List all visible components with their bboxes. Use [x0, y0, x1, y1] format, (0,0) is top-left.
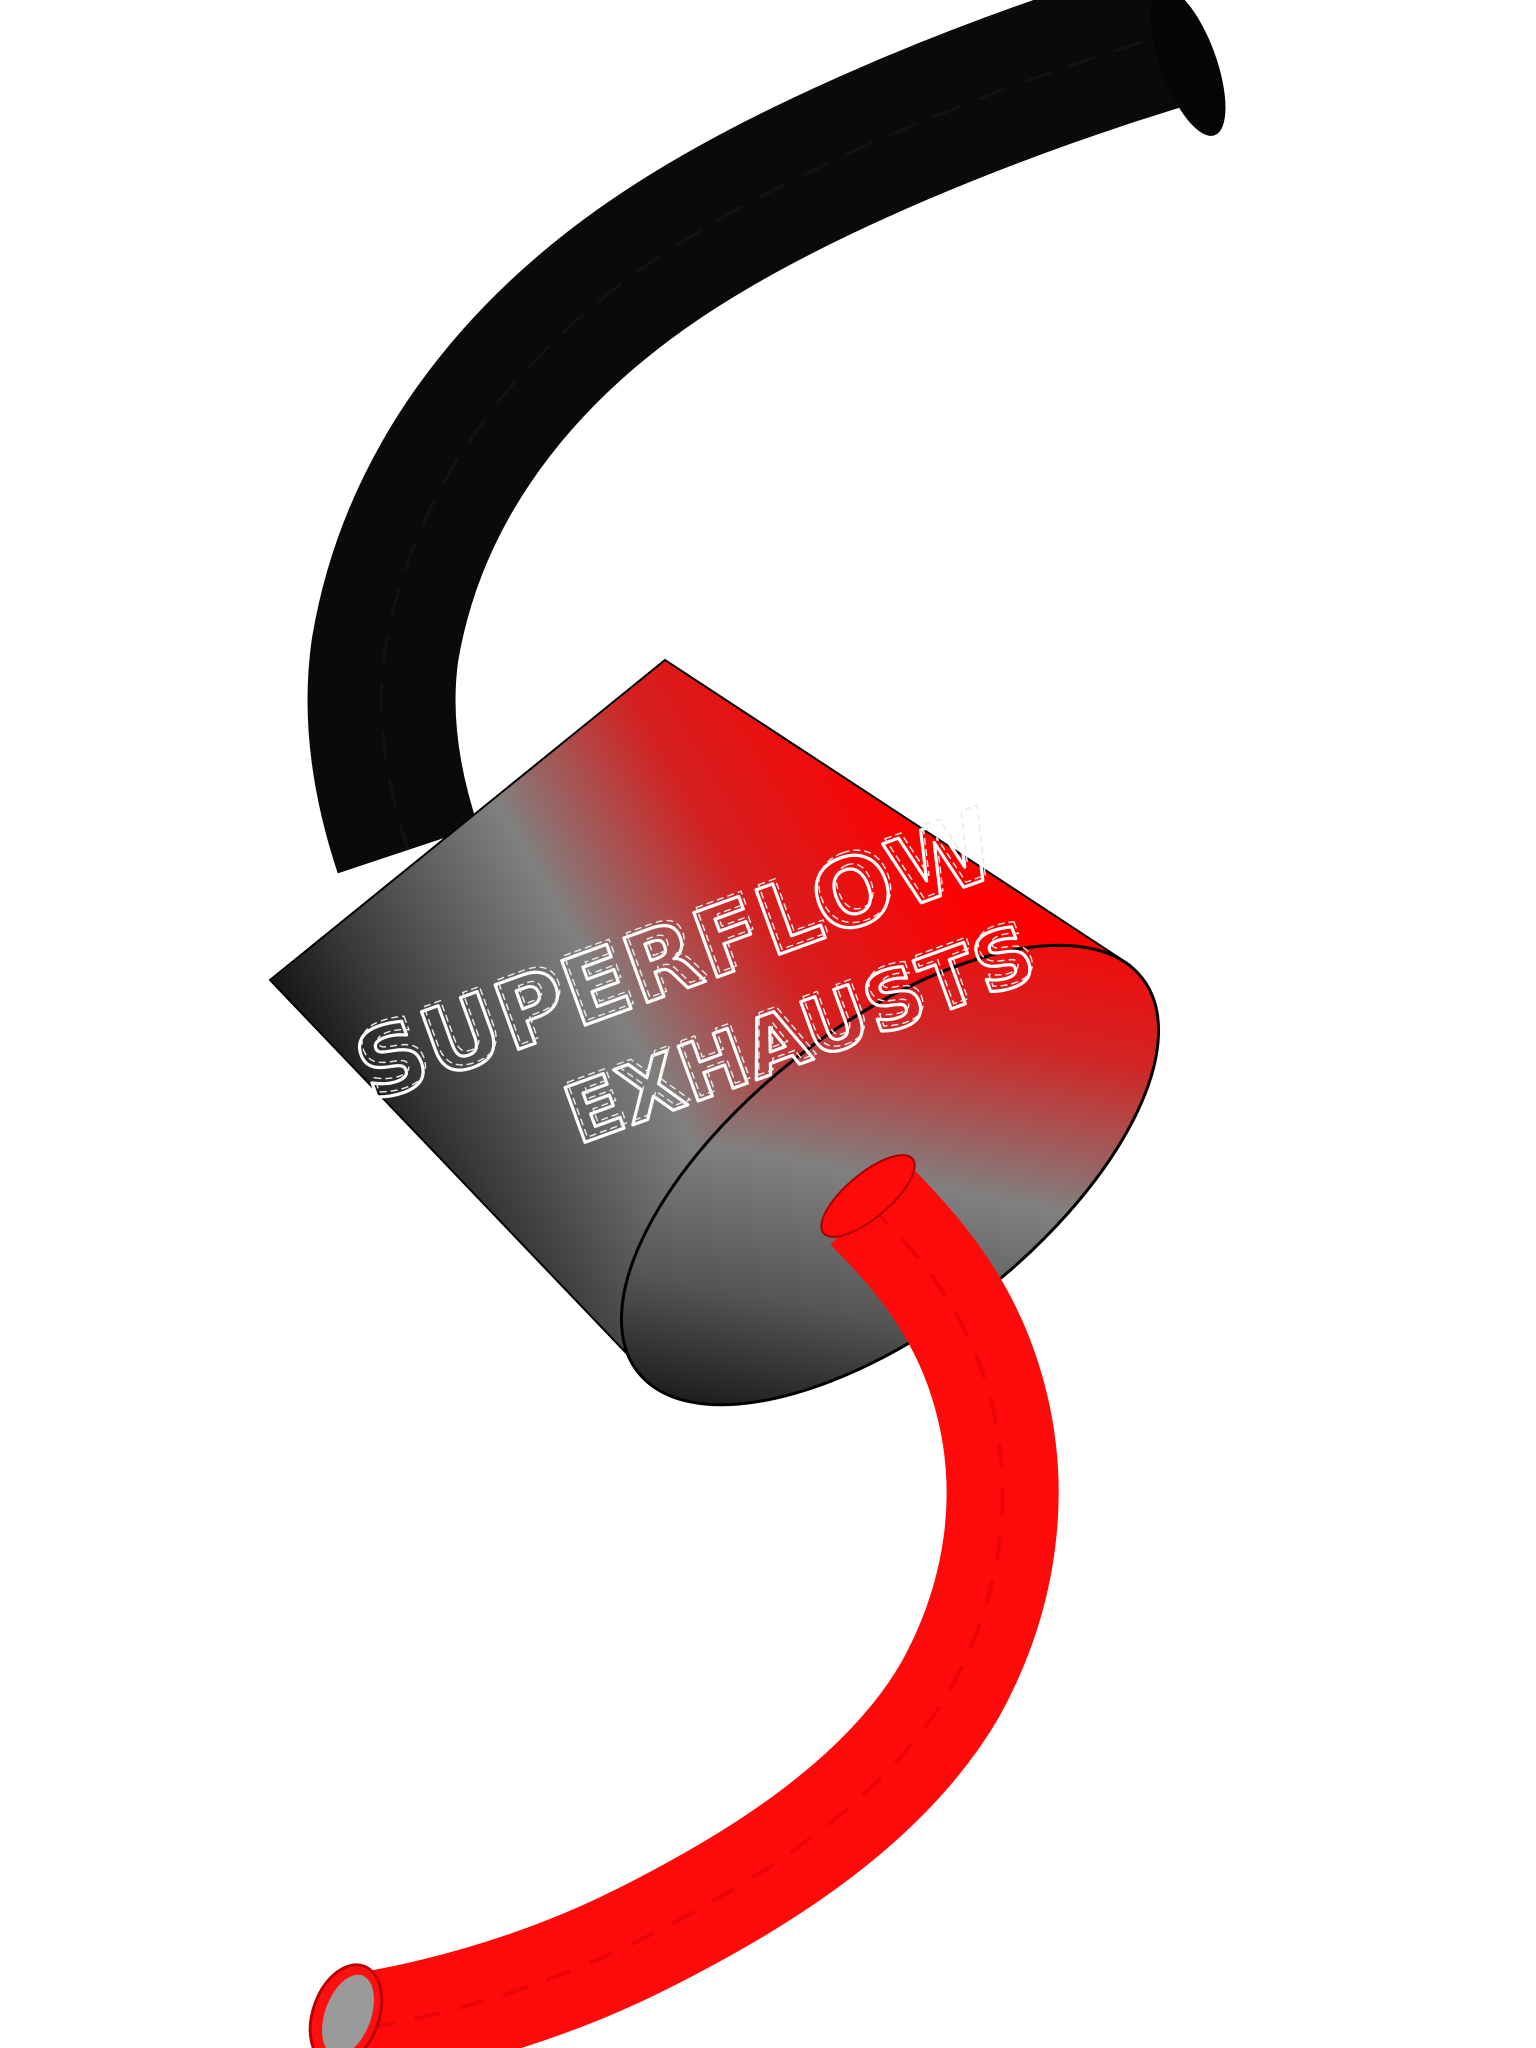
red-outlet-pipe — [308, 1154, 1059, 2048]
black-inlet-pipe — [307, 0, 1226, 874]
red-pipe-top-cap — [820, 1154, 916, 1238]
pipe-opening-inner — [322, 1974, 374, 2048]
black-pipe-end — [1150, 0, 1226, 136]
